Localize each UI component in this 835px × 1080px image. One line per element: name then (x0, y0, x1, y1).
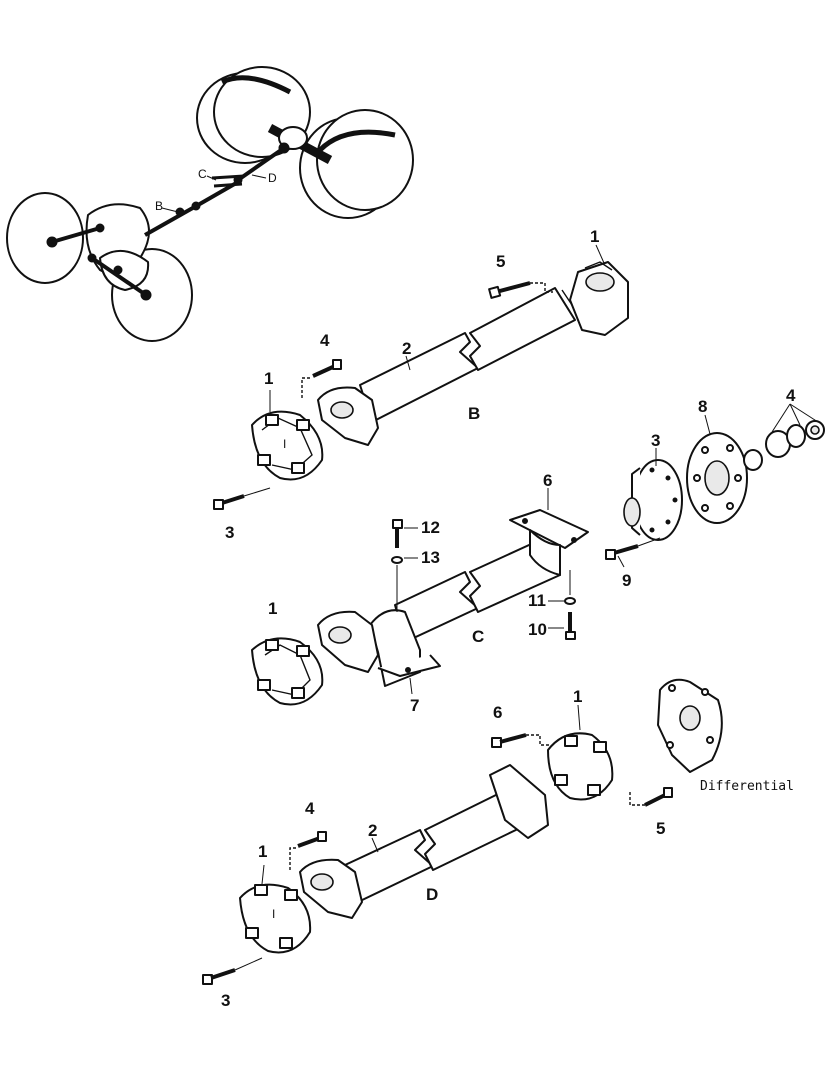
c-hanger-bearing (369, 609, 441, 687)
b-shaft-tube (359, 287, 583, 423)
callout-c-9: 9 (622, 571, 632, 590)
differential-housing (657, 678, 723, 773)
c-hub-flange (623, 459, 683, 541)
assembly-label-b: B (468, 404, 481, 423)
c-flex-coupling (251, 637, 324, 706)
svg-text:I: I (283, 437, 286, 451)
d-flex-coupling: I (239, 883, 312, 954)
callout-c-4: 4 (786, 386, 796, 405)
callout-b-2: 2 (402, 339, 412, 358)
callout-b-5: 5 (496, 252, 506, 271)
callout-b-3: 3 (225, 523, 235, 542)
b-bolt-3 (213, 487, 271, 510)
c-disc (686, 432, 748, 524)
callout-b-1-left: 1 (264, 369, 274, 388)
c-bracket-top (509, 509, 589, 576)
callout-c-11: 11 (528, 591, 546, 610)
assembly-label-c: C (472, 627, 485, 646)
callout-d-3: 3 (221, 991, 231, 1010)
svg-text:I: I (272, 907, 275, 921)
callout-d-5: 5 (656, 819, 666, 838)
assembly-d: I (202, 678, 723, 985)
callout-d-6: 6 (493, 703, 503, 722)
assembly-c (251, 403, 825, 706)
callout-d-1-top: 1 (573, 687, 583, 706)
callout-b-1-top: 1 (590, 227, 600, 246)
d-slip-yoke (489, 764, 549, 839)
callout-c-3: 3 (651, 431, 661, 450)
b-bolt-4 (301, 359, 342, 398)
callout-c-13: 13 (421, 548, 440, 567)
callout-c-7: 7 (410, 696, 420, 715)
callout-b-4: 4 (320, 331, 330, 350)
callout-c-6: 6 (543, 471, 553, 490)
assembly-b: I (213, 244, 629, 510)
b-flex-coupling: I (251, 410, 324, 481)
callout-d-2: 2 (368, 821, 378, 840)
callout-d-4: 4 (305, 799, 315, 818)
c-end-yoke (317, 610, 379, 673)
differential-label: Differential (700, 779, 794, 794)
d-bolt-4 (289, 831, 327, 870)
d-bolt-5 (629, 787, 673, 807)
overview-shaft-b (144, 201, 201, 237)
d-bolt-6 (491, 733, 550, 748)
assembly-label-d: D (426, 885, 439, 904)
c-ring-set (743, 403, 825, 471)
callout-c-1: 1 (268, 599, 278, 618)
d-end-yoke (299, 858, 363, 919)
overview-label-b: B (155, 199, 164, 213)
b-end-yoke (317, 386, 379, 446)
c-bolt-10 (548, 570, 576, 640)
callout-c-8: 8 (698, 397, 708, 416)
callout-d-1-left: 1 (258, 842, 268, 861)
d-bolt-3 (202, 957, 263, 985)
overview-label-c: C (198, 167, 207, 181)
callout-c-12: 12 (421, 518, 440, 537)
b-bolt-5 (488, 281, 553, 299)
callout-c-10: 10 (528, 620, 547, 639)
overview-shaft-d (233, 146, 286, 185)
rear-wheel-right (299, 109, 414, 219)
overview-label-d: D (268, 171, 277, 185)
c-bolt-9 (605, 537, 661, 560)
driveline-overview (6, 66, 414, 342)
b-flange-top (569, 261, 629, 336)
d-flex-coupling-top (547, 732, 614, 801)
rear-axle-housing (267, 124, 333, 164)
c-bolt-12 (391, 519, 418, 612)
